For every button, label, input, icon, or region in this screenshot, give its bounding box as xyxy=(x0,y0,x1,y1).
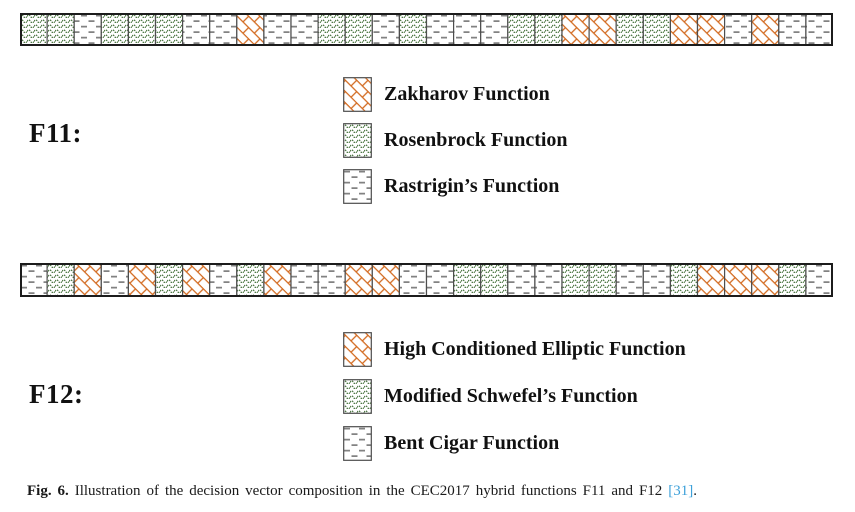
bar-cell-rastrigin xyxy=(480,13,509,46)
legend-label-rosenbrock: Rosenbrock Function xyxy=(384,129,568,151)
citation-link-31[interactable]: [31] xyxy=(668,483,694,499)
bar-cell-rastrigin xyxy=(290,13,319,46)
legend-label-bentcigar: Bent Cigar Function xyxy=(384,432,560,454)
bar-cell-rastrigin xyxy=(209,13,238,46)
bar-cell-bentcigar xyxy=(20,263,48,297)
legend-row-bentcigar: Bent Cigar Function xyxy=(343,426,686,461)
bar-cell-schwefel xyxy=(46,263,75,297)
bar-cell-zakharov xyxy=(588,13,617,46)
bar-cell-schwefel xyxy=(561,263,590,297)
bar-cell-bentcigar xyxy=(425,263,455,297)
bar-cell-schwefel xyxy=(778,263,807,297)
legend-row-zakharov: Zakharov Function xyxy=(343,77,568,112)
bar-cell-rastrigin xyxy=(805,13,833,46)
bar-cell-bentcigar xyxy=(100,263,130,297)
legend-label-elliptic: High Conditioned Elliptic Function xyxy=(384,338,686,360)
bar-cell-bentcigar xyxy=(209,263,238,297)
bar-cell-rosenbrock xyxy=(398,13,428,46)
bar-cell-bentcigar xyxy=(317,263,346,297)
bar-cell-rosenbrock xyxy=(100,13,130,46)
f11-legend: Zakharov Function Rosenbrock Function Ra… xyxy=(343,77,568,204)
bar-cell-elliptic xyxy=(344,263,373,297)
bar-cell-rastrigin xyxy=(182,13,211,46)
bar-cell-rosenbrock xyxy=(534,13,563,46)
bar-cell-rosenbrock xyxy=(46,13,75,46)
bar-cell-rastrigin xyxy=(453,13,482,46)
f12-label: F12: xyxy=(29,379,84,409)
rosenbrock-pattern-swatch-icon xyxy=(343,123,372,158)
bar-cell-bentcigar xyxy=(398,263,428,297)
bentcigar-pattern-swatch-icon xyxy=(343,426,372,461)
bar-cell-zakharov xyxy=(236,13,265,46)
bar-cell-bentcigar xyxy=(507,263,536,297)
bar-cell-schwefel xyxy=(480,263,509,297)
elliptic-pattern-swatch-icon xyxy=(343,332,372,367)
bar-cell-zakharov xyxy=(696,13,726,46)
bar-cell-zakharov xyxy=(561,13,590,46)
schwefel-pattern-swatch-icon xyxy=(343,379,372,414)
bar-cell-schwefel xyxy=(154,263,184,297)
legend-row-schwefel: Modified Schwefel’s Function xyxy=(343,379,686,414)
bar-cell-rosenbrock xyxy=(344,13,373,46)
bar-cell-elliptic xyxy=(696,263,726,297)
bar-cell-bentcigar xyxy=(615,263,644,297)
bar-cell-rosenbrock xyxy=(317,13,346,46)
caption-body: Illustration of the decision vector comp… xyxy=(68,483,669,499)
bar-cell-elliptic xyxy=(73,263,102,297)
bar-cell-rastrigin xyxy=(73,13,102,46)
bar-cell-bentcigar xyxy=(290,263,319,297)
bar-cell-rastrigin xyxy=(371,13,400,46)
bar-cell-schwefel xyxy=(236,263,265,297)
f11-composition-bar xyxy=(20,13,833,46)
caption-period: . xyxy=(693,483,697,499)
bar-cell-schwefel xyxy=(669,263,699,297)
legend-row-elliptic: High Conditioned Elliptic Function xyxy=(343,332,686,367)
bar-cell-elliptic xyxy=(182,263,211,297)
legend-label-zakharov: Zakharov Function xyxy=(384,83,550,105)
legend-row-rosenbrock: Rosenbrock Function xyxy=(343,123,568,158)
bar-cell-rosenbrock xyxy=(615,13,644,46)
legend-label-rastrigin: Rastrigin’s Function xyxy=(384,175,560,197)
figure-caption: Fig. 6. Illustration of the decision vec… xyxy=(27,483,839,500)
bar-cell-elliptic xyxy=(723,263,753,297)
bar-cell-zakharov xyxy=(751,13,780,46)
bar-cell-bentcigar xyxy=(642,263,671,297)
f12-composition-bar xyxy=(20,263,833,297)
bar-cell-rastrigin xyxy=(778,13,807,46)
bar-cell-rosenbrock xyxy=(507,13,536,46)
bar-cell-rosenbrock xyxy=(20,13,48,46)
bar-cell-rastrigin xyxy=(723,13,753,46)
bar-cell-rosenbrock xyxy=(127,13,157,46)
bar-cell-rosenbrock xyxy=(154,13,184,46)
bar-cell-elliptic xyxy=(263,263,292,297)
bar-cell-elliptic xyxy=(751,263,780,297)
legend-row-rastrigin: Rastrigin’s Function xyxy=(343,169,568,204)
bar-cell-bentcigar xyxy=(534,263,563,297)
caption-figure-number: Fig. 6. xyxy=(27,483,69,499)
bar-cell-rastrigin xyxy=(263,13,292,46)
bar-outline xyxy=(20,263,833,297)
bar-cell-schwefel xyxy=(453,263,482,297)
legend-label-schwefel: Modified Schwefel’s Function xyxy=(384,385,638,407)
rastrigin-pattern-swatch-icon xyxy=(343,169,372,204)
f12-legend: High Conditioned Elliptic Function Modif… xyxy=(343,332,686,461)
bar-outline xyxy=(20,13,833,46)
bar-cell-rastrigin xyxy=(425,13,455,46)
bar-cell-zakharov xyxy=(669,13,699,46)
f11-label: F11: xyxy=(29,118,82,148)
bar-cell-schwefel xyxy=(588,263,617,297)
zakharov-pattern-swatch-icon xyxy=(343,77,372,112)
bar-cell-bentcigar xyxy=(805,263,833,297)
bar-cell-elliptic xyxy=(127,263,157,297)
bar-cell-elliptic xyxy=(371,263,400,297)
bar-cell-rosenbrock xyxy=(642,13,671,46)
